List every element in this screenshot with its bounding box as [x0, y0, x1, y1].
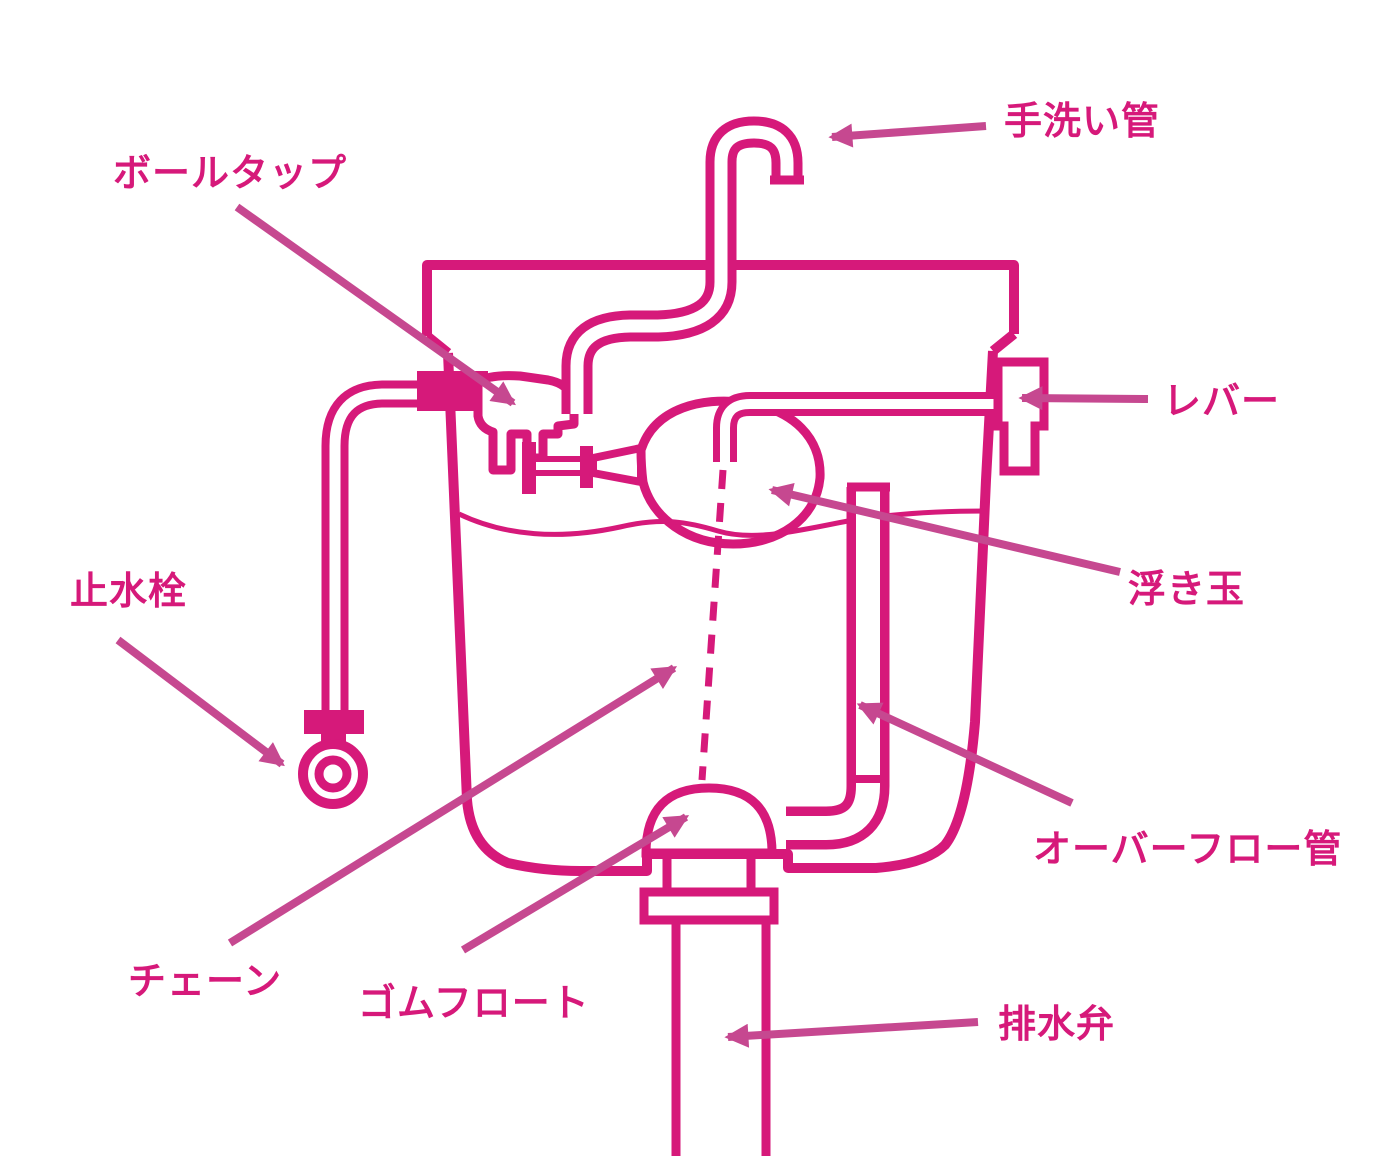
label-drain-valve: 排水弁	[998, 1002, 1116, 1046]
drain-neck	[662, 853, 756, 892]
valve-flange	[304, 710, 364, 734]
linkage-plate-left	[522, 442, 536, 494]
handwash-pipe	[561, 116, 804, 414]
label-shutoff-valve: 止水栓	[70, 569, 188, 613]
valve-wheel-inner	[314, 755, 352, 793]
label-overflow-pipe: オーバーフロー管	[1033, 827, 1343, 871]
tank	[422, 260, 1019, 876]
rubber-float-dome	[641, 783, 777, 858]
overflow-pipe	[786, 482, 890, 850]
tank-wall	[443, 350, 998, 876]
callout-arrows	[115, 122, 1149, 1048]
label-float-ball: 浮き玉	[1128, 567, 1246, 611]
arrow-handwash-pipe	[828, 122, 987, 148]
label-chain: チェーン	[128, 959, 283, 1003]
arrow-lever	[1018, 386, 1149, 411]
drain-assembly	[639, 853, 779, 1156]
supply-pipe	[321, 380, 420, 714]
arrow-rubber-float	[460, 813, 690, 954]
chain-line	[698, 469, 727, 781]
arrow-chain	[227, 664, 678, 947]
tank-lid-step-right	[989, 330, 1018, 355]
float-arm-cone	[589, 444, 645, 486]
lever-arm	[713, 392, 1002, 462]
label-lever: レバー	[1163, 379, 1281, 423]
label-ball-tap: ボールタップ	[113, 151, 348, 195]
arrow-float-ball	[768, 482, 1121, 576]
label-rubber-float: ゴムフロート	[358, 981, 590, 1025]
drain-flange	[639, 887, 779, 925]
float-ball	[636, 396, 825, 549]
shutoff-valve	[298, 710, 368, 809]
arrow-shutoff-valve	[115, 636, 285, 768]
lever-handle	[993, 357, 1049, 476]
arrow-drain-valve	[724, 1018, 979, 1048]
arrow-ball-tap	[234, 203, 516, 407]
arrow-overflow-pipe	[856, 701, 1074, 807]
label-handwash-pipe: 手洗い管	[1004, 99, 1161, 143]
